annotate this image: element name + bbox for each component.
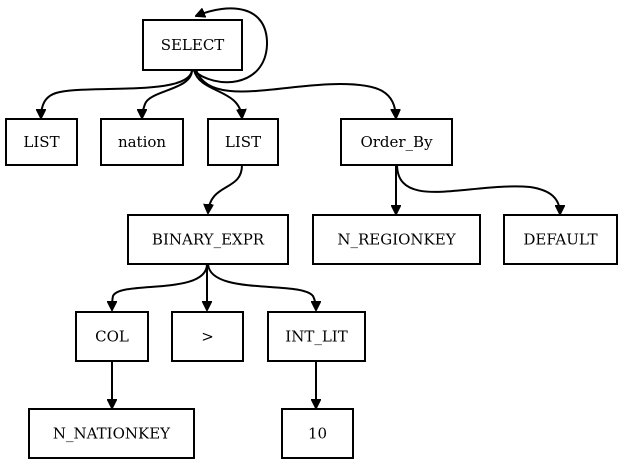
node-n-regionkey: N_REGIONKEY	[312, 214, 481, 265]
node-default-label: DEFAULT	[523, 231, 597, 249]
node-binary-expr: BINARY_EXPR	[127, 214, 289, 265]
edge-select-orderby	[195, 69, 396, 118]
node-gt-label: >	[201, 328, 214, 346]
node-select-label: SELECT	[161, 36, 225, 54]
edge-select-list2	[193, 69, 242, 118]
node-list-2-label: LIST	[225, 133, 261, 151]
node-10: 10	[281, 408, 354, 459]
node-nation-label: nation	[118, 133, 166, 151]
node-default: DEFAULT	[503, 214, 618, 265]
edge-select-self	[192, 7, 269, 84]
node-nation: nation	[100, 118, 184, 166]
node-list-1-label: LIST	[23, 133, 59, 151]
edge-orderby-default	[396, 164, 560, 214]
edges	[41, 7, 560, 408]
node-col: COL	[75, 311, 149, 362]
node-n-regionkey-label: N_REGIONKEY	[337, 231, 456, 249]
edge-select-list1	[41, 69, 193, 118]
node-int-lit-label: INT_LIT	[285, 328, 347, 346]
node-binary-expr-label: BINARY_EXPR	[152, 231, 265, 249]
node-select: SELECT	[142, 19, 243, 71]
node-order-by-label: Order_By	[360, 133, 433, 151]
node-n-nationkey: N_NATIONKEY	[28, 408, 195, 459]
edge-binexpr-col	[112, 263, 208, 310]
node-order-by: Order_By	[340, 118, 453, 166]
node-int-lit: INT_LIT	[267, 311, 366, 362]
node-n-nationkey-label: N_NATIONKEY	[53, 425, 171, 443]
node-list-2: LIST	[207, 118, 279, 166]
edge-binexpr-intlit	[207, 263, 316, 310]
node-col-label: COL	[95, 328, 129, 346]
node-list-1: LIST	[5, 118, 78, 166]
node-10-label: 10	[308, 425, 327, 443]
edge-list2-binexpr	[208, 164, 243, 213]
edge-select-nation	[142, 69, 193, 118]
node-gt: >	[171, 311, 244, 362]
